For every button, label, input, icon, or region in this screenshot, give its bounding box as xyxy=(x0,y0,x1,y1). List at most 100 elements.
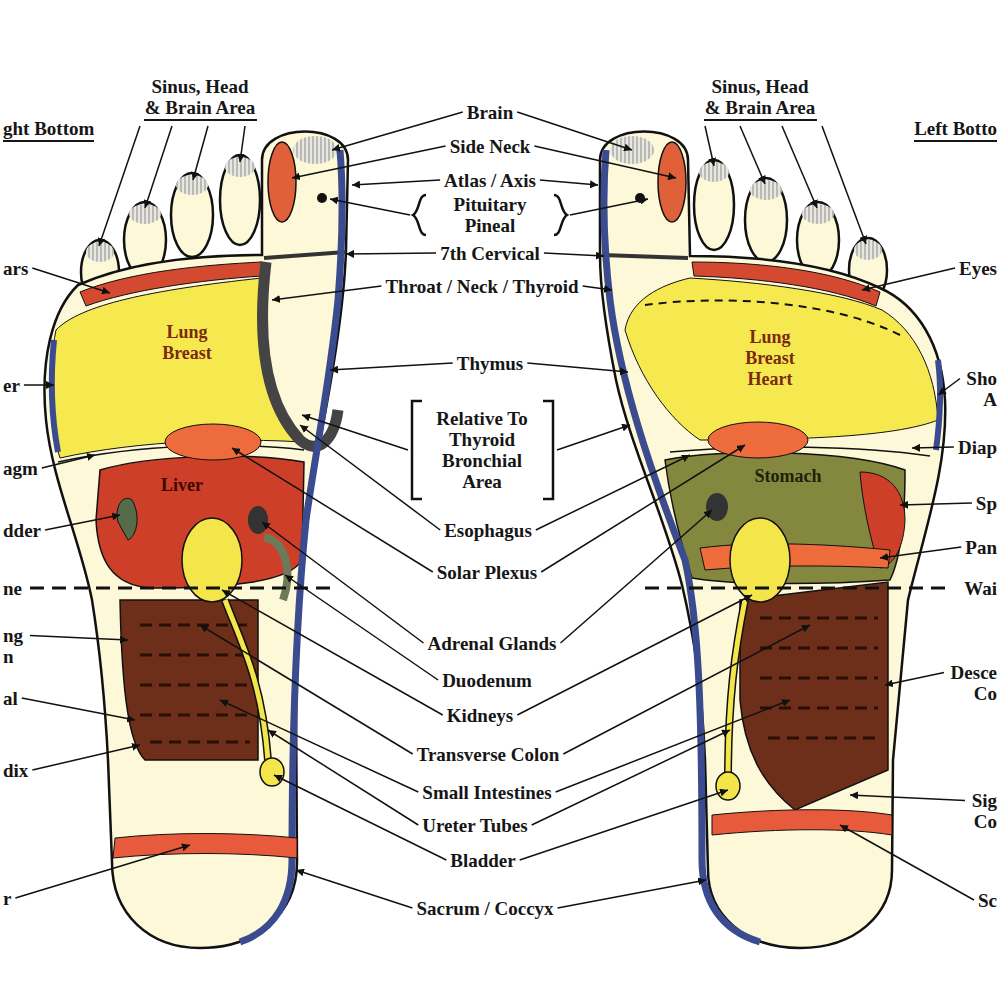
header-leaders xyxy=(240,126,245,162)
bracket-leaders xyxy=(557,425,630,450)
leader-line xyxy=(912,447,954,448)
foot-outline xyxy=(44,132,348,949)
right-foot xyxy=(600,132,948,949)
cropped-label: al xyxy=(3,688,18,709)
leader-line xyxy=(517,112,632,150)
reflex-zone: Lung Breast xyxy=(156,319,218,367)
cropped-label: Sc xyxy=(978,890,997,911)
zone-label: Thymus xyxy=(457,353,524,374)
zone-label: Esophagus xyxy=(444,520,532,541)
cropped-label: Sp xyxy=(976,493,997,514)
foot-outline xyxy=(600,132,945,949)
leader-line xyxy=(583,286,612,290)
leader-line xyxy=(24,384,54,386)
header-leaders xyxy=(99,126,866,246)
intestine-dashes xyxy=(760,677,878,680)
zone-label: Throat / Neck / Thyroid xyxy=(385,276,578,297)
side-neck-zone xyxy=(658,142,686,222)
shoulder-strip xyxy=(52,340,58,452)
colon-zone xyxy=(740,582,888,810)
zone-label: Atlas / Axis xyxy=(444,170,536,191)
leader-line xyxy=(296,870,412,908)
leader-line xyxy=(32,745,140,770)
leader-line xyxy=(534,146,676,178)
cropped-label: Sig Co xyxy=(969,790,997,832)
lung-zone xyxy=(625,278,938,440)
leader-line xyxy=(532,730,730,825)
leader-line xyxy=(45,515,120,530)
toe-sinus-hatch xyxy=(176,175,208,195)
leader-line xyxy=(32,268,110,293)
adrenal-zone xyxy=(706,493,728,521)
zone-label: Kidneys xyxy=(447,705,514,726)
header-leaders xyxy=(782,126,817,208)
ureter-outline xyxy=(225,600,268,760)
leader-line xyxy=(938,379,960,396)
zone-label: Pituitary Pineal xyxy=(453,194,528,236)
bladder-zone xyxy=(260,758,284,786)
shoulder-strip xyxy=(936,360,940,450)
header-leaders xyxy=(740,126,765,184)
zone-label: Adrenal Glands xyxy=(428,633,557,654)
header-leaders xyxy=(99,126,140,246)
leader-line xyxy=(232,448,433,572)
leader-line xyxy=(272,286,381,300)
cropped-label: Eyes xyxy=(959,258,997,279)
duodenum-zone xyxy=(264,537,287,600)
toe-sinus-hatch xyxy=(750,180,782,200)
leader-line xyxy=(346,253,436,254)
leader-line xyxy=(840,825,974,900)
leader-line xyxy=(880,547,961,558)
cropped-label: Wai xyxy=(964,578,997,599)
cropped-label: Desce Co xyxy=(948,662,997,704)
pituitary-dot xyxy=(317,193,327,203)
leader-line xyxy=(561,510,713,643)
cropped-label: Sho A xyxy=(964,368,997,410)
neck-line xyxy=(264,252,346,258)
thyroid-band xyxy=(263,262,338,446)
waist-line xyxy=(645,587,948,590)
ureter-tube xyxy=(728,600,745,780)
leader-line xyxy=(274,775,446,860)
leader-line xyxy=(556,700,790,792)
sciatic-band xyxy=(712,810,892,835)
leader-line xyxy=(22,698,135,720)
toe-zone-heading: Sinus, Head & Brain Area xyxy=(144,76,257,121)
zone-label: Brain xyxy=(467,102,513,123)
sciatic-band xyxy=(113,834,297,859)
cropped-label: agm xyxy=(3,458,38,479)
leader-line xyxy=(300,425,440,530)
side-neck-zone xyxy=(268,142,296,222)
leader-line xyxy=(862,268,955,290)
gall-bladder-zone xyxy=(117,498,137,540)
leader-line xyxy=(15,845,190,898)
ureter-outline xyxy=(728,600,745,780)
header-leaders xyxy=(145,126,172,208)
leader-line xyxy=(536,455,690,530)
leader-line xyxy=(262,522,424,643)
pancreas-zone xyxy=(700,544,890,570)
zone-name: Liver xyxy=(161,475,203,496)
cropped-label: dder xyxy=(3,520,41,541)
zone-name: Stomach xyxy=(755,466,822,487)
leader-line xyxy=(541,445,745,572)
cropped-label: ng n xyxy=(3,625,26,667)
bracket xyxy=(413,195,426,235)
leader-line xyxy=(517,595,752,715)
leader-line xyxy=(540,180,598,185)
leader-line xyxy=(558,880,706,908)
zone-name: Lung Breast Heart xyxy=(744,327,796,390)
cropped-label: Diap xyxy=(958,437,997,458)
cropped-label: ars xyxy=(3,258,28,279)
leader-line xyxy=(292,146,446,178)
left-foot xyxy=(30,132,348,949)
bracket-leaders xyxy=(330,199,410,215)
leader-line xyxy=(285,575,438,680)
header-leaders xyxy=(822,126,866,244)
leader-line xyxy=(527,363,628,372)
leader-line xyxy=(220,700,418,792)
zone-label: Solar Plexus xyxy=(437,562,537,583)
bladder-zone xyxy=(716,772,740,800)
bracket xyxy=(554,195,567,235)
